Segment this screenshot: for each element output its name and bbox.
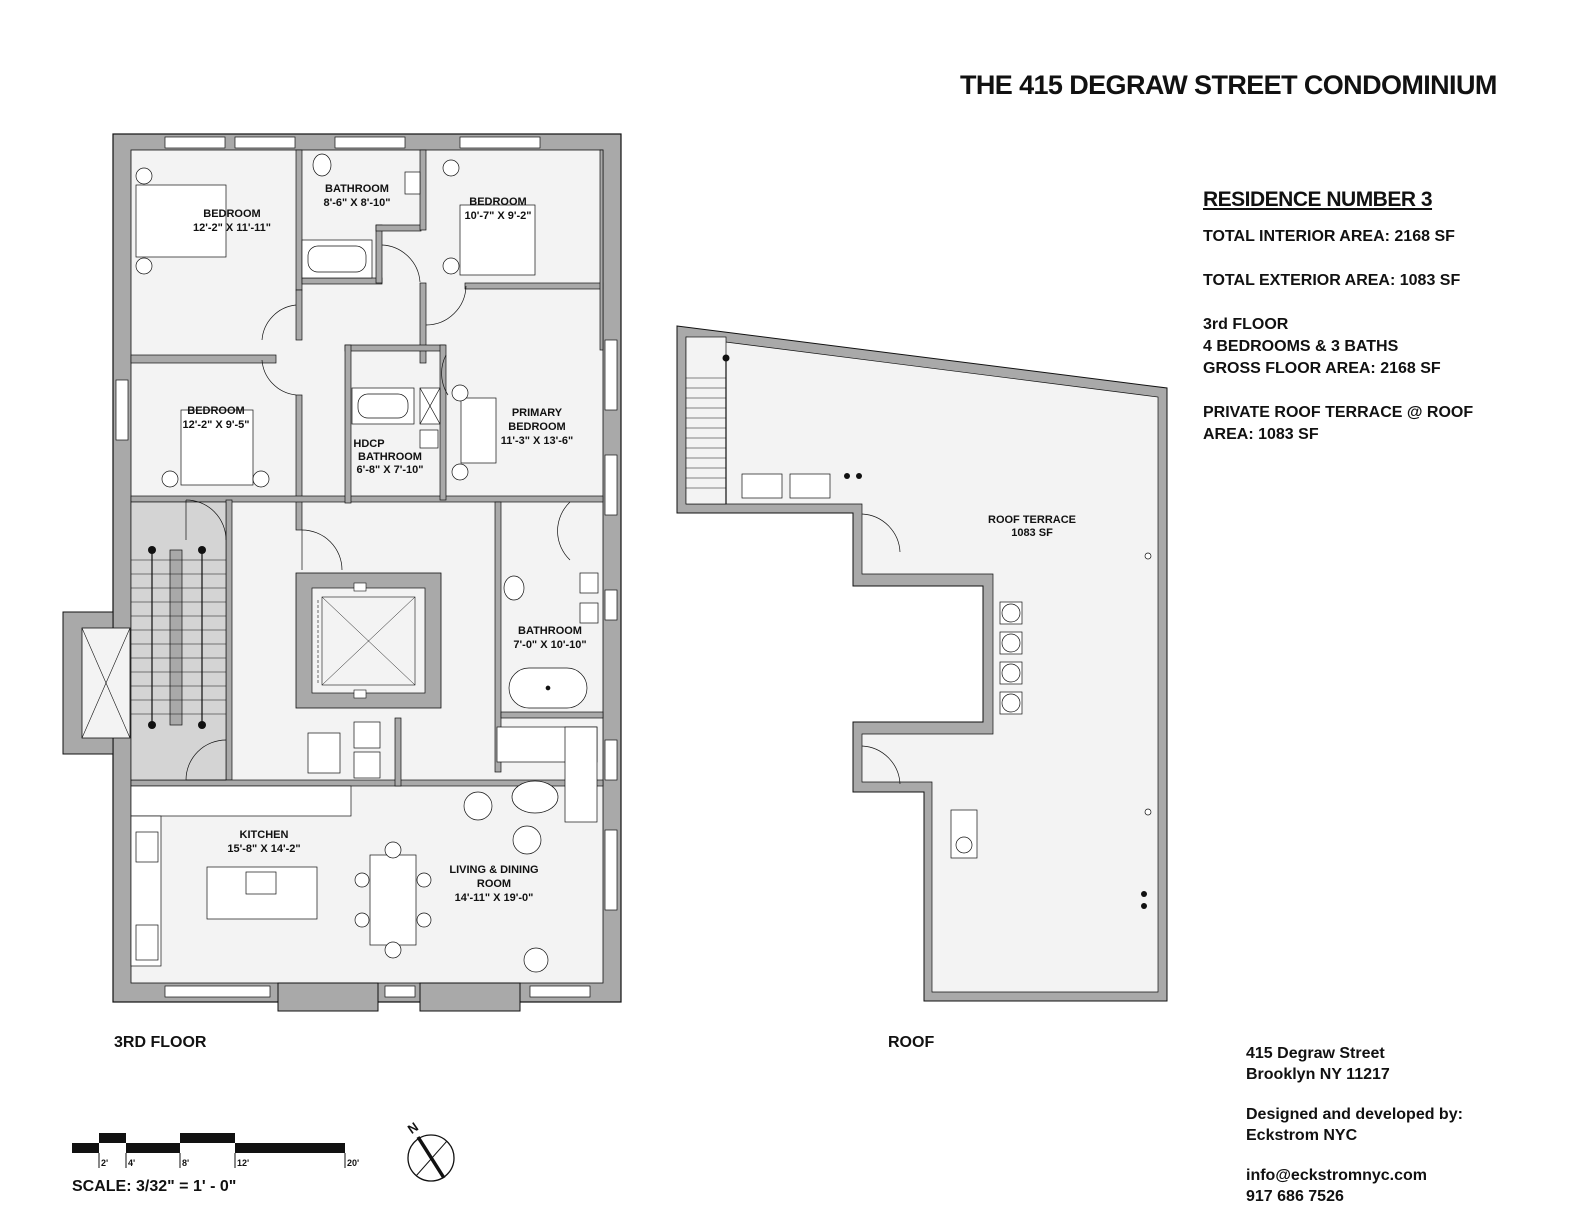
roof-furniture	[741, 473, 1152, 859]
scale-tick-4: 4'	[128, 1158, 135, 1168]
contact-block: 415 Degraw Street Brooklyn NY 11217 Desi…	[1246, 1043, 1463, 1207]
label-bedroom-ne: BEDROOM	[469, 196, 526, 208]
elevator	[295, 572, 442, 709]
interior-area: TOTAL INTERIOR AREA: 2168 SF	[1203, 228, 1455, 245]
windows	[115, 136, 618, 998]
north-arrow-icon: N	[405, 1119, 455, 1182]
label-primary-2: BEDROOM	[508, 421, 565, 433]
scale-text: SCALE: 3/32" = 1' - 0"	[72, 1178, 237, 1195]
label-bedroom-w: BEDROOM	[187, 405, 244, 417]
developer-name: Eckstrom NYC	[1246, 1127, 1358, 1144]
dims-bedroom-w: 12'-2" X 9'-5"	[182, 419, 249, 431]
label-living-2: ROOM	[477, 878, 511, 890]
designed-by: Designed and developed by:	[1246, 1106, 1463, 1123]
dims-bedroom-ne: 10'-7" X 9'-2"	[464, 210, 531, 222]
address-line-2: Brooklyn NY 11217	[1246, 1066, 1390, 1083]
stair	[130, 501, 227, 781]
dims-bath-primary: 7'-0" X 10'-10"	[513, 639, 586, 651]
terrace-label: PRIVATE ROOF TERRACE @ ROOF	[1203, 404, 1474, 421]
scale-tick-20: 20'	[347, 1158, 359, 1168]
dims-hdcp: 6'-8" X 7'-10"	[356, 464, 423, 476]
scale-tick-2: 2'	[101, 1158, 108, 1168]
bath-fixtures	[301, 153, 599, 709]
scale-bar: 2' 4' 8' 12' 20'	[72, 1133, 359, 1168]
residence-info: RESIDENCE NUMBER 3 TOTAL INTERIOR AREA: …	[1203, 188, 1473, 446]
label-roof-terrace: ROOF TERRACE	[988, 514, 1076, 526]
residence-title: RESIDENCE NUMBER 3	[1203, 188, 1433, 211]
dims-bathroom-n: 8'-6" X 8'-10"	[323, 197, 390, 209]
label-primary-1: PRIMARY	[512, 407, 563, 419]
address-line-1: 415 Degraw Street	[1246, 1045, 1385, 1062]
furniture	[130, 184, 598, 973]
contact-phone[interactable]: 917 686 7526	[1246, 1188, 1344, 1205]
area-roof-terrace: 1083 SF	[1011, 527, 1053, 539]
roof-plan-label: ROOF	[888, 1034, 935, 1051]
label-living-1: LIVING & DINING	[449, 864, 538, 876]
label-hdcp-1: HDCP	[353, 438, 384, 450]
bed-circles	[135, 159, 469, 488]
floor-plan-label: 3RD FLOOR	[114, 1034, 207, 1051]
south-bay-2	[419, 982, 521, 1012]
room-labels: BEDROOM 12'-2" X 11'-11" BATHROOM 8'-6" …	[182, 183, 586, 904]
beds-baths: 4 BEDROOMS & 3 BATHS	[1203, 338, 1399, 355]
label-kitchen: KITCHEN	[240, 829, 289, 841]
label-bath-primary: BATHROOM	[518, 625, 582, 637]
scale-tick-12: 12'	[237, 1158, 249, 1168]
dims-kitchen: 15'-8" X 14'-2"	[227, 843, 300, 855]
page-title: THE 415 DEGRAW STREET CONDOMINIUM	[960, 70, 1497, 100]
roof-plan: ROOF TERRACE 1083 SF	[676, 325, 1168, 1002]
dims-living: 14'-11" X 19'-0"	[455, 892, 534, 904]
door-swings	[185, 244, 571, 781]
dims-bedroom-nw: 12'-2" X 11'-11"	[193, 222, 271, 234]
third-floor-plan: BEDROOM 12'-2" X 11'-11" BATHROOM 8'-6" …	[62, 133, 622, 1012]
south-bay-1	[277, 982, 379, 1012]
roof-terrace-floor	[685, 336, 1159, 993]
gross-area: GROSS FLOOR AREA: 2168 SF	[1203, 360, 1441, 377]
contact-email[interactable]: info@eckstromnyc.com	[1246, 1167, 1427, 1184]
scale-tick-8: 8'	[182, 1158, 189, 1168]
label-hdcp-2: BATHROOM	[358, 451, 422, 463]
floor-name: 3rd FLOOR	[1203, 316, 1289, 333]
dims-primary: 11'-3" X 13'-6"	[501, 435, 574, 447]
label-bedroom-nw: BEDROOM	[203, 208, 260, 220]
label-bathroom-n: BATHROOM	[325, 183, 389, 195]
roof-stair	[685, 336, 727, 505]
interior-walls	[130, 149, 604, 787]
terrace-area: AREA: 1083 SF	[1203, 426, 1319, 443]
exterior-area: TOTAL EXTERIOR AREA: 1083 SF	[1203, 272, 1461, 289]
north-label: N	[405, 1119, 421, 1137]
